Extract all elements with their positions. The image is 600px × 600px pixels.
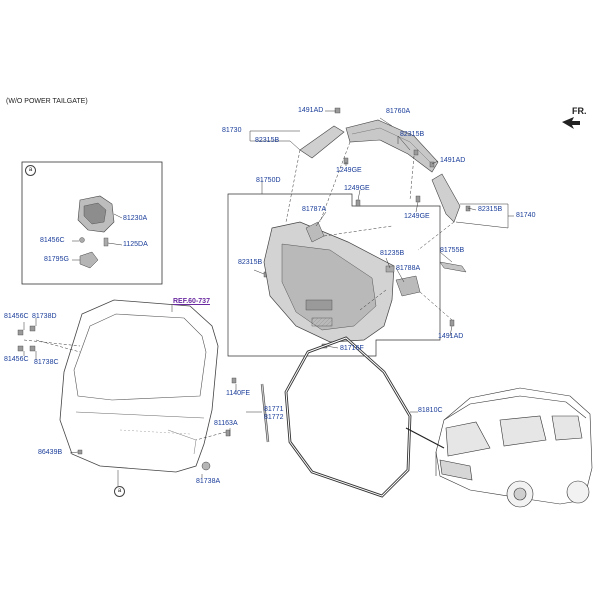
part-label-81755B[interactable]: 81755B [440,247,465,254]
right-side-garnish-part [431,173,461,223]
part-label-81738C[interactable]: 81738C [34,359,59,366]
part-label-81716F[interactable]: 81716F [340,345,364,352]
tailgate-dashed-lines [23,339,227,441]
gas-lifter-part [260,383,270,443]
exploded-view-frame [227,193,441,357]
part-label-81730[interactable]: 81730 [222,127,242,134]
latch-bolt-part [103,237,123,247]
part-label-81738D[interactable]: 81738D [32,313,57,320]
part-label-81230A[interactable]: 81230A [123,215,148,222]
part-label-81740[interactable]: 81740 [516,212,536,219]
inset-callout-marker[interactable]: a [25,165,36,176]
front-direction-label: FR. [572,106,587,116]
part-label-81787A[interactable]: 81787A [302,206,327,213]
handle-part [439,261,467,273]
part-label-82315B-topright[interactable]: 82315B [400,131,425,138]
part-label-1125DA[interactable]: 1125DA [123,241,148,248]
part-label-81235B[interactable]: 81235B [380,250,405,257]
part-label-1249GE-a[interactable]: 1249GE [336,167,362,174]
leader-lines [249,110,514,349]
inner-trim-panel-part [263,221,395,343]
part-label-81795G[interactable]: 81795G [44,256,69,263]
dashed-alignment-lines [285,141,455,321]
part-label-82315B-mid[interactable]: 82315B [238,259,263,266]
front-direction-arrow-icon [562,117,580,129]
tailgate-bumper-parts [17,325,237,455]
part-label-1140FE[interactable]: 1140FE [226,390,250,397]
left-side-garnish-part [299,125,345,159]
inset-screw-part [72,237,85,243]
latch-assembly-part [77,195,123,233]
part-label-1491AD-bottom[interactable]: 1491AD [438,333,464,340]
upper-garnish-part [345,119,439,173]
part-label-81456C-inset[interactable]: 81456C [40,237,65,244]
part-label-86439B[interactable]: 86439B [38,449,63,456]
diagram-title: (W/O POWER TAILGATE) [6,98,88,105]
part-label-81771[interactable]: 81771 [264,406,284,413]
part-label-81810C[interactable]: 81810C [418,407,443,414]
part-label-81738A[interactable]: 81738A [196,478,221,485]
tailgate-callout-marker[interactable]: a [114,486,125,497]
detail-inset-frame [21,161,163,285]
part-label-81456C-left[interactable]: 81456C [4,313,29,320]
vehicle-callout-line [405,427,445,449]
part-label-82315B-left[interactable]: 82315B [255,137,280,144]
tailgate-leader-lines [23,304,262,486]
latch-cover-part [72,251,99,269]
part-label-1491AD-top[interactable]: 1491AD [298,107,324,114]
part-label-81760A[interactable]: 81760A [386,108,411,115]
part-label-81750D[interactable]: 81750D [256,177,281,184]
tailgate-outer-panel-part [59,299,219,473]
part-label-81788A[interactable]: 81788A [396,265,421,272]
part-label-81456C-left2[interactable]: 81456C [4,356,29,363]
part-label-81772[interactable]: 81772 [264,414,284,421]
part-label-1491AD-right[interactable]: 1491AD [440,157,466,164]
reference-link[interactable]: REF.60-737 [173,298,210,305]
vehicle-illustration [435,387,593,508]
weatherstrip-part [284,336,418,498]
bumper-stopper-part [201,461,211,471]
part-label-81163A[interactable]: 81163A [214,420,238,427]
part-label-82315B-right[interactable]: 82315B [478,206,503,213]
part-label-1249GE-c[interactable]: 1249GE [404,213,430,220]
part-label-1249GE-b[interactable]: 1249GE [344,185,370,192]
